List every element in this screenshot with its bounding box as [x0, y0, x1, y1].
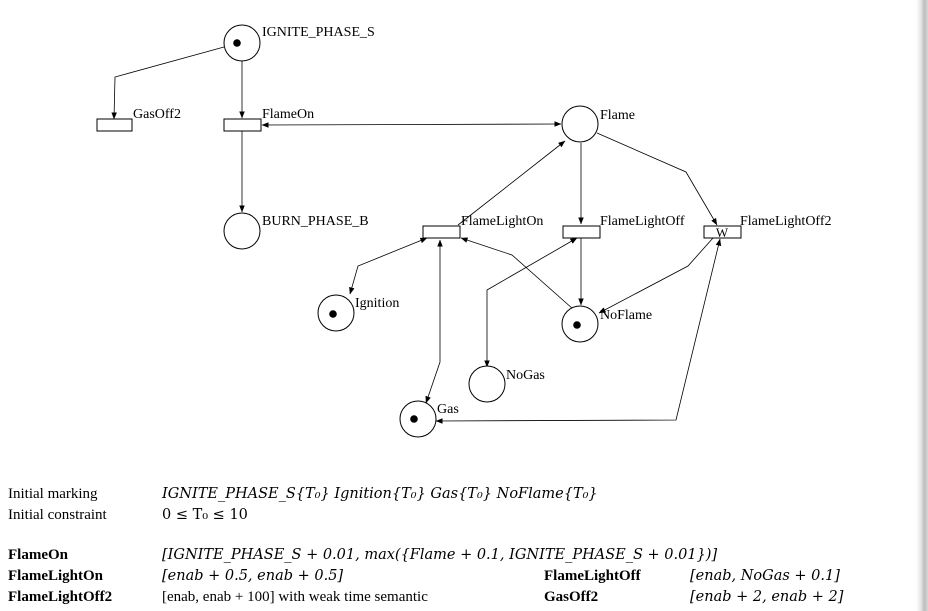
petri-net-diagram: IGNITE_PHASE_S Flame BURN_PHASE_B Igniti… [96, 24, 832, 438]
token-dot [410, 415, 418, 423]
initial-marking-label: Initial marking [8, 486, 98, 502]
interval-label-flamelightoff2: FlameLightOff2 [8, 589, 113, 605]
transition-label: FlameLightOn [461, 214, 543, 229]
place-label: IGNITE_PHASE_S [262, 25, 375, 40]
interval-value-flameon: [IGNITE_PHASE_S + 0.01, max({Flame + 0.1… [162, 547, 718, 563]
arc-flamelightoff2-to-noflame [598, 237, 714, 314]
arc-flame-to-flamelightoff2 [596, 132, 718, 226]
arc-flamelighton-to-flame [457, 140, 566, 226]
place-ignite-phase-s: IGNITE_PHASE_S [223, 24, 375, 62]
place-label: Ignition [355, 296, 399, 311]
arcs [111, 46, 722, 424]
place-label: NoGas [506, 368, 545, 383]
arc-gas-flamelighton-bidirectional [425, 239, 443, 404]
arc-noflame-to-flamelighton [460, 237, 574, 310]
token-dot [329, 310, 337, 318]
place-ignition: Ignition [317, 294, 399, 332]
place-label: BURN_PHASE_B [262, 214, 369, 229]
token-dot [233, 39, 241, 47]
place-burn-phase-b: BURN_PHASE_B [223, 212, 369, 250]
interval-value-flamelightoff: [enab, NoGas + 0.1] [690, 568, 840, 584]
page-edge-shadow [916, 0, 928, 611]
transition-label: FlameLightOff [600, 214, 685, 229]
transition-label: GasOff2 [133, 107, 181, 122]
interval-value-flamelightoff2: [enab, enab + 100] with weak time semant… [162, 589, 428, 605]
transition-gasoff2: GasOff2 [96, 107, 181, 132]
transition-flamelighton: FlameLightOn [422, 214, 543, 239]
place-label: NoFlame [600, 308, 652, 323]
weak-semantic-marker: W [716, 225, 729, 240]
place-noflame: NoFlame [561, 305, 652, 343]
place-flame: Flame [561, 105, 635, 143]
arc-ignite-to-gasoff2 [111, 46, 225, 120]
arc-ignition-flamelighton-bidirectional [349, 237, 428, 295]
initial-marking-value: IGNITE_PHASE_S{T₀} Ignition{T₀} Gas{T₀} … [162, 486, 598, 502]
initial-constraint-label: Initial constraint [8, 507, 107, 523]
place-label: Flame [600, 108, 635, 123]
interval-value-flamelighton: [enab + 0.5, enab + 0.5] [162, 568, 344, 584]
place-label: Gas [437, 402, 459, 417]
transition-flameon: FlameOn [223, 107, 314, 132]
initial-constraint-value: 0 ≤ T₀ ≤ 10 [162, 507, 248, 523]
interval-value-gasoff2: [enab + 2, enab + 2] [690, 589, 844, 605]
interval-label-flamelightoff: FlameLightOff [544, 568, 641, 584]
transition-label: FlameOn [262, 107, 314, 122]
interval-label-flameon: FlameOn [8, 547, 68, 563]
arc-nogas-flamelightoff-bidirectional [484, 237, 578, 368]
interval-label-gasoff2: GasOff2 [544, 589, 599, 605]
transition-flamelightoff: FlameLightOff [562, 214, 685, 239]
arc-gas-flamelightoff2-bidirectional [435, 238, 722, 424]
token-dot [573, 321, 581, 329]
place-gas: Gas [399, 400, 459, 438]
arc-flameon-flame-bidirectional [261, 121, 562, 128]
place-nogas: NoGas [468, 365, 545, 403]
interval-label-flamelighton: FlameLightOn [8, 568, 104, 584]
transition-label: FlameLightOff2 [740, 214, 832, 229]
transition-flamelightoff2: W FlameLightOff2 [703, 214, 832, 240]
